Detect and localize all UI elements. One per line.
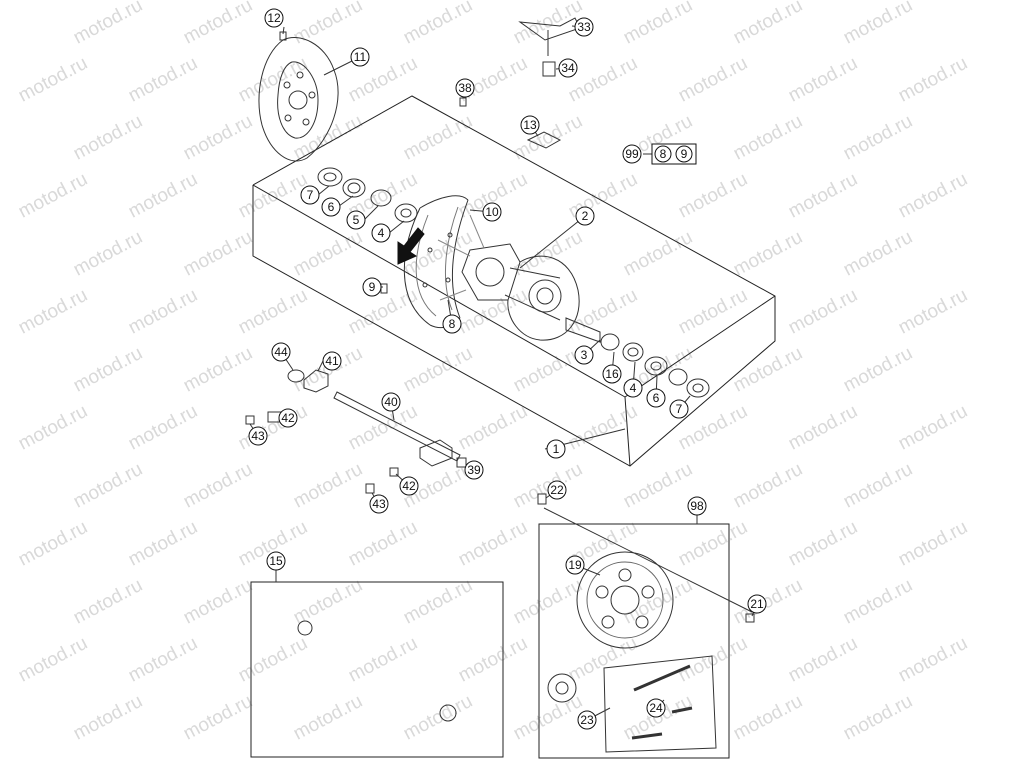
callout-19: 19 — [565, 555, 585, 575]
svg-text:7: 7 — [307, 188, 314, 202]
callout-4-left: 4 — [371, 223, 391, 243]
callout-22: 22 — [547, 480, 567, 500]
front-sprocket-drawing — [547, 673, 577, 703]
callout-10: 10 — [482, 202, 502, 222]
callout-38: 38 — [455, 78, 475, 98]
svg-text:12: 12 — [267, 11, 281, 25]
callout-39: 39 — [464, 460, 484, 480]
wheel-hub-drawing — [437, 214, 580, 341]
callout-12: 12 — [264, 8, 284, 28]
callout-21: 21 — [747, 594, 767, 614]
brake-disc-drawing — [258, 37, 339, 162]
bolt-38-drawing — [459, 97, 467, 107]
svg-text:98: 98 — [690, 499, 704, 513]
callout-43-left: 43 — [248, 426, 268, 446]
callout-44: 44 — [271, 342, 291, 362]
svg-text:9: 9 — [681, 147, 688, 161]
callout-8: 8 — [442, 314, 462, 334]
svg-text:8: 8 — [449, 317, 456, 331]
svg-text:4: 4 — [378, 226, 385, 240]
svg-text:9: 9 — [369, 280, 376, 294]
chain-adjuster-right — [365, 439, 467, 494]
callout-9: 9 — [362, 277, 382, 297]
svg-text:3: 3 — [581, 348, 588, 362]
bolt-22-drawing — [537, 493, 547, 505]
wheel-assembly-frame — [252, 95, 776, 467]
bolt-34-drawing — [542, 61, 556, 77]
chain-drawing — [603, 655, 717, 753]
axle-nut-drawing — [287, 369, 329, 393]
callout-2: 2 — [575, 206, 595, 226]
callout-24: 24 — [646, 698, 666, 718]
svg-text:23: 23 — [580, 713, 594, 727]
callout-33: 33 — [574, 17, 594, 37]
rotation-arrow — [397, 227, 425, 265]
callout-11: 11 — [350, 47, 370, 67]
callout-34: 34 — [558, 58, 578, 78]
svg-text:99: 99 — [625, 147, 639, 161]
nut-21-drawing — [745, 613, 755, 623]
callout-16: 16 — [602, 364, 622, 384]
callout-13: 13 — [520, 115, 540, 135]
spacer-33-drawing — [518, 17, 581, 56]
svg-text:8: 8 — [660, 147, 667, 161]
svg-text:40: 40 — [384, 395, 398, 409]
svg-text:19: 19 — [568, 558, 582, 572]
svg-text:4: 4 — [630, 381, 637, 395]
svg-text:10: 10 — [485, 205, 499, 219]
callout-3: 3 — [574, 345, 594, 365]
svg-text:5: 5 — [353, 213, 360, 227]
svg-text:44: 44 — [274, 345, 288, 359]
svg-text:39: 39 — [467, 463, 481, 477]
chain-adjuster-left — [245, 411, 283, 425]
svg-text:16: 16 — [605, 367, 619, 381]
clip-13-drawing — [526, 131, 562, 149]
callout-41: 41 — [322, 351, 342, 371]
svg-text:42: 42 — [281, 411, 295, 425]
kit-98-box — [538, 507, 753, 759]
svg-text:21: 21 — [750, 597, 764, 611]
svg-text:42: 42 — [402, 479, 416, 493]
callout-7-left: 7 — [300, 185, 320, 205]
svg-text:6: 6 — [328, 200, 335, 214]
callout-1: 1 — [546, 439, 566, 459]
callout-6-right: 6 — [646, 388, 666, 408]
svg-text:33: 33 — [577, 20, 591, 34]
callout-42-left: 42 — [278, 408, 298, 428]
svg-text:1: 1 — [553, 442, 560, 456]
kit-99-contents: 8 9 — [651, 143, 697, 165]
svg-text:22: 22 — [550, 483, 564, 497]
right-bearing-stack — [565, 317, 710, 398]
svg-text:15: 15 — [269, 554, 283, 568]
svg-text:6: 6 — [653, 391, 660, 405]
kit-15-box — [250, 581, 504, 758]
callout-98: 98 — [687, 496, 707, 516]
svg-text:7: 7 — [676, 402, 683, 416]
callout-6-left: 6 — [321, 197, 341, 217]
callout-43-right: 43 — [369, 494, 389, 514]
callout-4-right: 4 — [623, 378, 643, 398]
svg-text:34: 34 — [561, 61, 575, 75]
svg-text:11: 11 — [354, 50, 367, 64]
svg-text:24: 24 — [649, 701, 663, 715]
callout-5: 5 — [346, 210, 366, 230]
left-bearing-stack — [317, 167, 418, 223]
callout-99: 99 — [622, 144, 642, 164]
callout-7-right: 7 — [669, 399, 689, 419]
valve-9-drawing — [380, 283, 388, 294]
svg-text:41: 41 — [325, 354, 339, 368]
callout-23: 23 — [577, 710, 597, 730]
svg-text:38: 38 — [458, 81, 472, 95]
svg-text:2: 2 — [582, 209, 589, 223]
callout-42-right: 42 — [399, 476, 419, 496]
svg-text:43: 43 — [372, 497, 386, 511]
svg-text:43: 43 — [251, 429, 265, 443]
wheel-rim-drawing — [403, 195, 469, 329]
svg-text:13: 13 — [523, 118, 537, 132]
callout-40: 40 — [381, 392, 401, 412]
callout-15: 15 — [266, 551, 286, 571]
